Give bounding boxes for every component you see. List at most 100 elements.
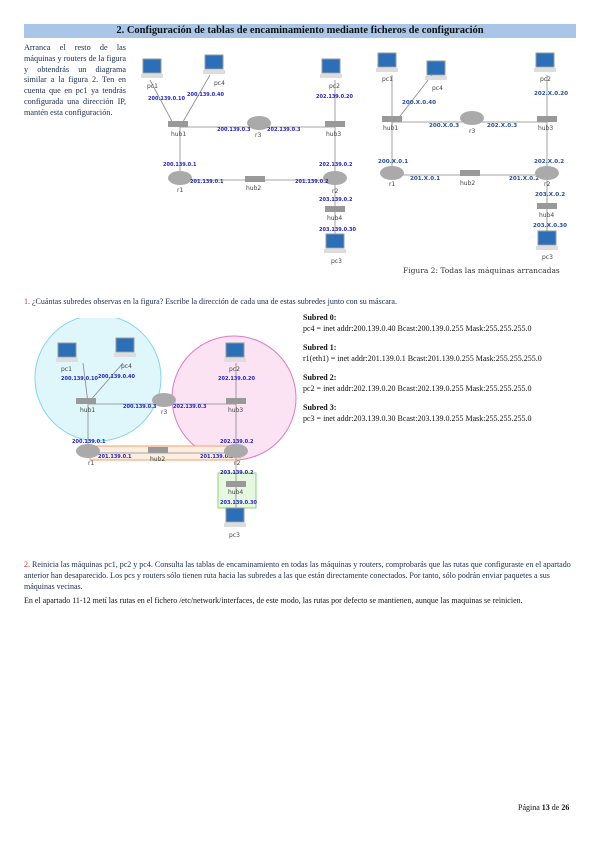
svg-text:201.139.0.1: 201.139.0.1 <box>98 454 132 460</box>
svg-text:pc4: pc4 <box>432 85 443 92</box>
hub4-icon <box>325 206 345 212</box>
svg-text:hub4: hub4 <box>228 489 243 496</box>
svg-text:r2: r2 <box>544 181 550 188</box>
question-2-text: Reinicia las máquinas pc1, pc2 y pc4. Co… <box>24 560 571 592</box>
r2-eth0-ip: 201.139.0.2 <box>295 179 329 185</box>
svg-text:pc2: pc2 <box>540 76 551 83</box>
pc2-ip: 202.X.0.20 <box>534 91 568 97</box>
svg-text:200.139.0.3: 200.139.0.3 <box>123 404 157 410</box>
section-title: 2. Configuración de tablas de encaminami… <box>24 24 576 38</box>
subnet-title: Subred 3: <box>303 403 337 412</box>
page-total: 26 <box>561 803 570 812</box>
question-2: 2. Reinicia las máquinas pc1, pc2 y pc4.… <box>24 559 580 593</box>
hub4-icon <box>537 203 557 209</box>
svg-text:pc3: pc3 <box>229 532 240 539</box>
hub2-icon <box>148 447 168 453</box>
pc3-icon <box>536 230 558 250</box>
svg-text:200.139.0.1: 200.139.0.1 <box>72 439 106 445</box>
svg-text:pc1: pc1 <box>382 76 393 83</box>
pc1-ip: 200.139.0.10 <box>148 96 186 102</box>
r3-eth1-ip: 202.X.0.3 <box>487 123 517 129</box>
page-number: 13 <box>541 803 550 812</box>
svg-text:pc4: pc4 <box>121 363 132 370</box>
pc4-icon <box>114 337 136 357</box>
r2-icon <box>224 444 248 458</box>
hub4-icon <box>226 481 246 487</box>
subnet-line: pc2 = inet addr:202.139.0.20 Bcast:202.1… <box>303 383 532 393</box>
hub4-label: hub4 <box>327 215 342 222</box>
r1-eth1-ip: 201.139.0.1 <box>190 179 224 185</box>
pc1-icon <box>376 52 398 72</box>
note-paragraph: En el apartado 11-12 metí las rutas en e… <box>24 596 523 605</box>
r1-eth1-ip: 201.X.0.1 <box>410 176 440 182</box>
r3-icon <box>460 111 484 125</box>
subnet-answer: Subred 2: pc2 = inet addr:202.139.0.20 B… <box>303 373 583 394</box>
pc2-icon <box>224 342 246 362</box>
pc3-label: pc3 <box>331 258 342 265</box>
svg-text:202.139.0.2: 202.139.0.2 <box>220 439 254 445</box>
r2-eth0-ip: 201.X.0.2 <box>509 176 539 182</box>
r3-label: r3 <box>255 132 261 139</box>
intro-paragraph: Arranca el resto de las máquinas y route… <box>24 43 126 117</box>
subnet-line: pc4 = inet addr:200.139.0.40 Bcast:200.1… <box>303 323 532 333</box>
pc4-icon <box>203 54 225 74</box>
svg-text:r1: r1 <box>88 460 94 467</box>
pc4-icon <box>425 60 447 80</box>
r2-icon <box>323 171 347 185</box>
r1-label: r1 <box>177 187 183 194</box>
hub3-icon <box>226 398 246 404</box>
pc3-ip: 203.X.0.30 <box>533 223 567 229</box>
hub1-label: hub1 <box>171 131 186 138</box>
svg-text:hub2: hub2 <box>150 456 165 463</box>
r3-eth0-ip: 200.X.0.3 <box>429 123 459 129</box>
network-diagram-2: pc1 pc4 200.X.0.40 pc2 202.X.0.20 hub1 r… <box>376 52 568 261</box>
svg-text:203.139.0.2: 203.139.0.2 <box>220 470 254 476</box>
subnet-line: r1(eth1) = inet addr:201.139.0.1 Bcast:2… <box>303 353 542 363</box>
hub1-icon <box>168 121 188 127</box>
subnet-line: pc3 = inet addr:203.139.0.30 Bcast:203.1… <box>303 413 532 423</box>
pc4-ip: 200.X.0.40 <box>402 100 436 106</box>
pc3-icon <box>324 233 346 253</box>
r2-eth1-ip: 202.139.0.2 <box>319 162 353 168</box>
subnet-answer: Subred 0: pc4 = inet addr:200.139.0.40 B… <box>303 313 583 334</box>
hub2-label: hub2 <box>246 185 261 192</box>
question-2-number: 2. <box>24 560 30 569</box>
r1-icon <box>380 166 404 180</box>
pc3-icon <box>224 507 246 527</box>
figure-caption: Figura 2: Todas las máquinas arrancadas <box>403 266 560 275</box>
r3-icon <box>152 393 176 407</box>
svg-text:r3: r3 <box>161 409 167 416</box>
svg-text:hub1: hub1 <box>80 407 95 414</box>
svg-text:r2: r2 <box>234 460 240 467</box>
hub1-icon <box>76 398 96 404</box>
svg-text:hub3: hub3 <box>228 407 243 414</box>
subnet-title: Subred 0: <box>303 313 337 322</box>
hub2-icon <box>245 176 265 182</box>
question-1-number: 1. <box>24 297 30 306</box>
svg-text:hub2: hub2 <box>460 180 475 187</box>
svg-text:201.139.0.2: 201.139.0.2 <box>200 454 234 460</box>
svg-text:202.139.0.20: 202.139.0.20 <box>218 376 256 382</box>
svg-text:hub4: hub4 <box>539 212 554 219</box>
subnet-title: Subred 1: <box>303 343 337 352</box>
r2-eth2-ip: 203.X.0.2 <box>535 192 565 198</box>
r1-icon <box>168 171 192 185</box>
question-1-text: ¿Cuántas subredes observas en la figura?… <box>30 297 397 306</box>
hub3-icon <box>537 116 557 122</box>
svg-text:hub1: hub1 <box>383 125 398 132</box>
hub1-icon <box>382 116 402 122</box>
page-footer: Página 13 de 26 <box>518 803 569 812</box>
r1-eth0-ip: 200.X.0.1 <box>378 159 408 165</box>
svg-text:pc3: pc3 <box>542 254 553 261</box>
svg-text:hub3: hub3 <box>538 125 553 132</box>
r3-eth1-ip: 202.139.0.3 <box>267 127 301 133</box>
footer-mid: de <box>549 803 562 812</box>
r3-icon <box>247 116 271 130</box>
subnet-answer: Subred 3: pc3 = inet addr:203.139.0.30 B… <box>303 403 583 424</box>
r2-eth2-ip: 203.139.0.2 <box>319 197 353 203</box>
hub3-icon <box>325 121 345 127</box>
svg-text:pc2: pc2 <box>229 366 240 373</box>
subnet-answer: Subred 1: r1(eth1) = inet addr:201.139.0… <box>303 343 583 364</box>
pc2-label: pc2 <box>329 83 340 90</box>
subnet-diagram: pc1 200.139.0.10 pc4 200.139.0.40 hub1 r… <box>34 318 297 539</box>
